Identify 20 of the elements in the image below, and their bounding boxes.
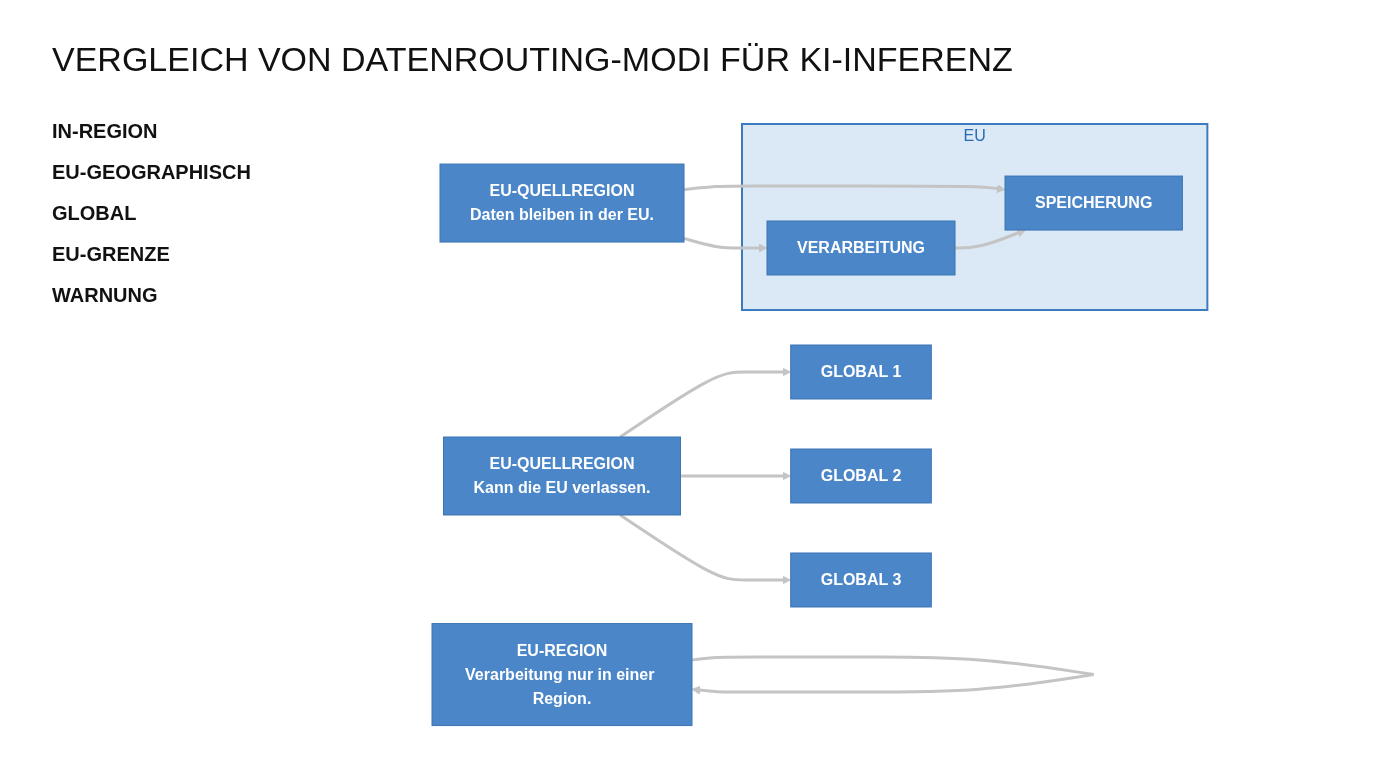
arrow [955, 229, 1027, 250]
row-label: WARNUNG [52, 284, 159, 307]
arrow [684, 184, 1006, 194]
arrow [619, 367, 792, 439]
node-box: GLOBAL 1 [790, 344, 933, 400]
row-label: GLOBAL [52, 202, 138, 225]
arrow [680, 471, 792, 481]
diagram-title: VERGLEICH VON DATENROUTING-MODI FÜR KI-INFERENZ [52, 40, 1013, 79]
node-box: EU-QUELLREGION Daten bleiben in der EU. [439, 163, 685, 243]
node-box: EU-QUELLREGION Kann die EU verlassen. [443, 436, 682, 516]
row-label: IN-REGION [52, 120, 159, 143]
row-label: EU-GRENZE [52, 243, 171, 266]
node-box: GLOBAL 3 [790, 552, 933, 608]
node-box: SPEICHERUNG [1004, 175, 1184, 231]
node-box: VERARBEITUNG [766, 220, 956, 276]
arrow [691, 655, 1095, 695]
arrow [683, 237, 768, 253]
node-box: GLOBAL 2 [790, 448, 933, 504]
node-box: EU-REGION Verarbeitung nur in einer Region. [431, 623, 693, 727]
row-label: EU-GEOGRAPHISCH [52, 161, 252, 184]
